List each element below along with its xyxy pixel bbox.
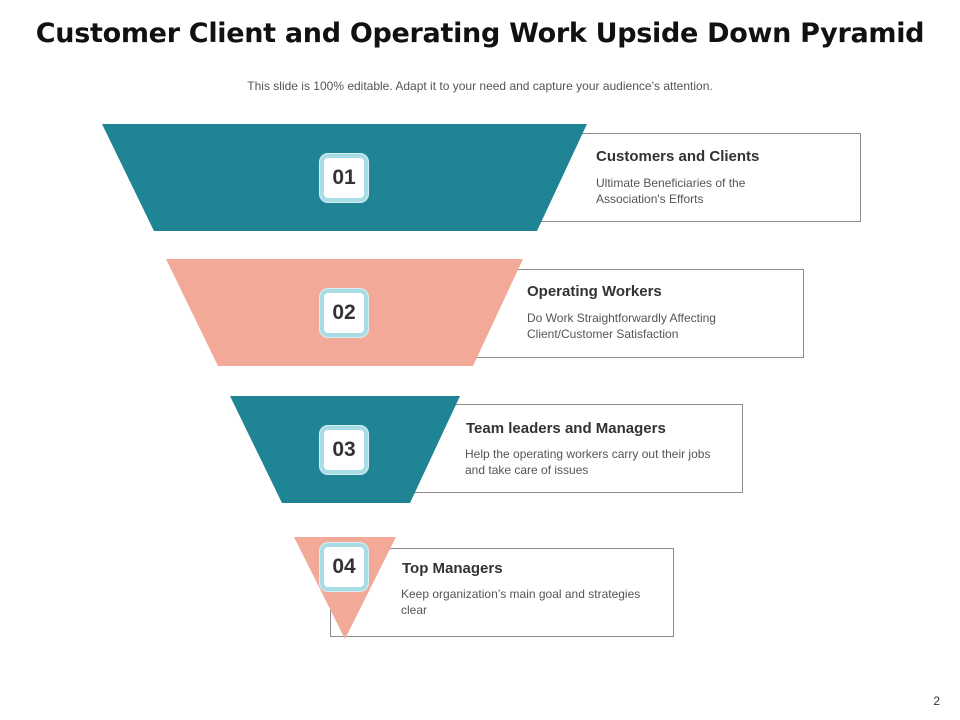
level-2-desc-line-2: Client/Customer Satisfaction (527, 327, 679, 341)
level-3-number-badge: 03 (320, 426, 368, 474)
level-3-desc-line-2: and take care of issues (465, 463, 589, 477)
level-4-desc-line-2: clear (401, 603, 428, 617)
level-4-desc: Keep organization’s main goal and strate… (401, 586, 640, 618)
level-3-title: Team leaders and Managers (466, 420, 666, 437)
level-4-box: Top Managers Keep organization’s main go… (330, 548, 674, 637)
page-subtitle: This slide is 100% editable. Adapt it to… (247, 79, 713, 93)
level-1-number-badge: 01 (320, 154, 368, 202)
level-1-title: Customers and Clients (596, 148, 760, 165)
page-number: 2 (933, 694, 940, 708)
level-3-desc-line-1: Help the operating workers carry out the… (465, 447, 711, 461)
level-1-desc: Ultimate Beneficiaries of the Associatio… (596, 175, 745, 207)
level-4-number-badge: 04 (320, 543, 368, 591)
page-title: Customer Client and Operating Work Upsid… (35, 18, 925, 49)
level-3-desc: Help the operating workers carry out the… (465, 446, 710, 478)
level-1-desc-line-2: Association's Efforts (596, 192, 704, 206)
level-2-desc-line-1: Do Work Straightforwardly Affecting (527, 311, 716, 325)
level-2-box: Operating Workers Do Work Straightforwar… (440, 269, 804, 358)
level-4-desc-line-1: Keep organization’s main goal and strate… (401, 587, 641, 601)
level-2-desc: Do Work Straightforwardly Affecting Clie… (527, 310, 716, 342)
level-2-number-badge: 02 (320, 289, 368, 337)
level-1-desc-line-1: Ultimate Beneficiaries of the (596, 176, 746, 190)
level-4-title: Top Managers (402, 560, 503, 577)
level-2-title: Operating Workers (527, 283, 662, 300)
